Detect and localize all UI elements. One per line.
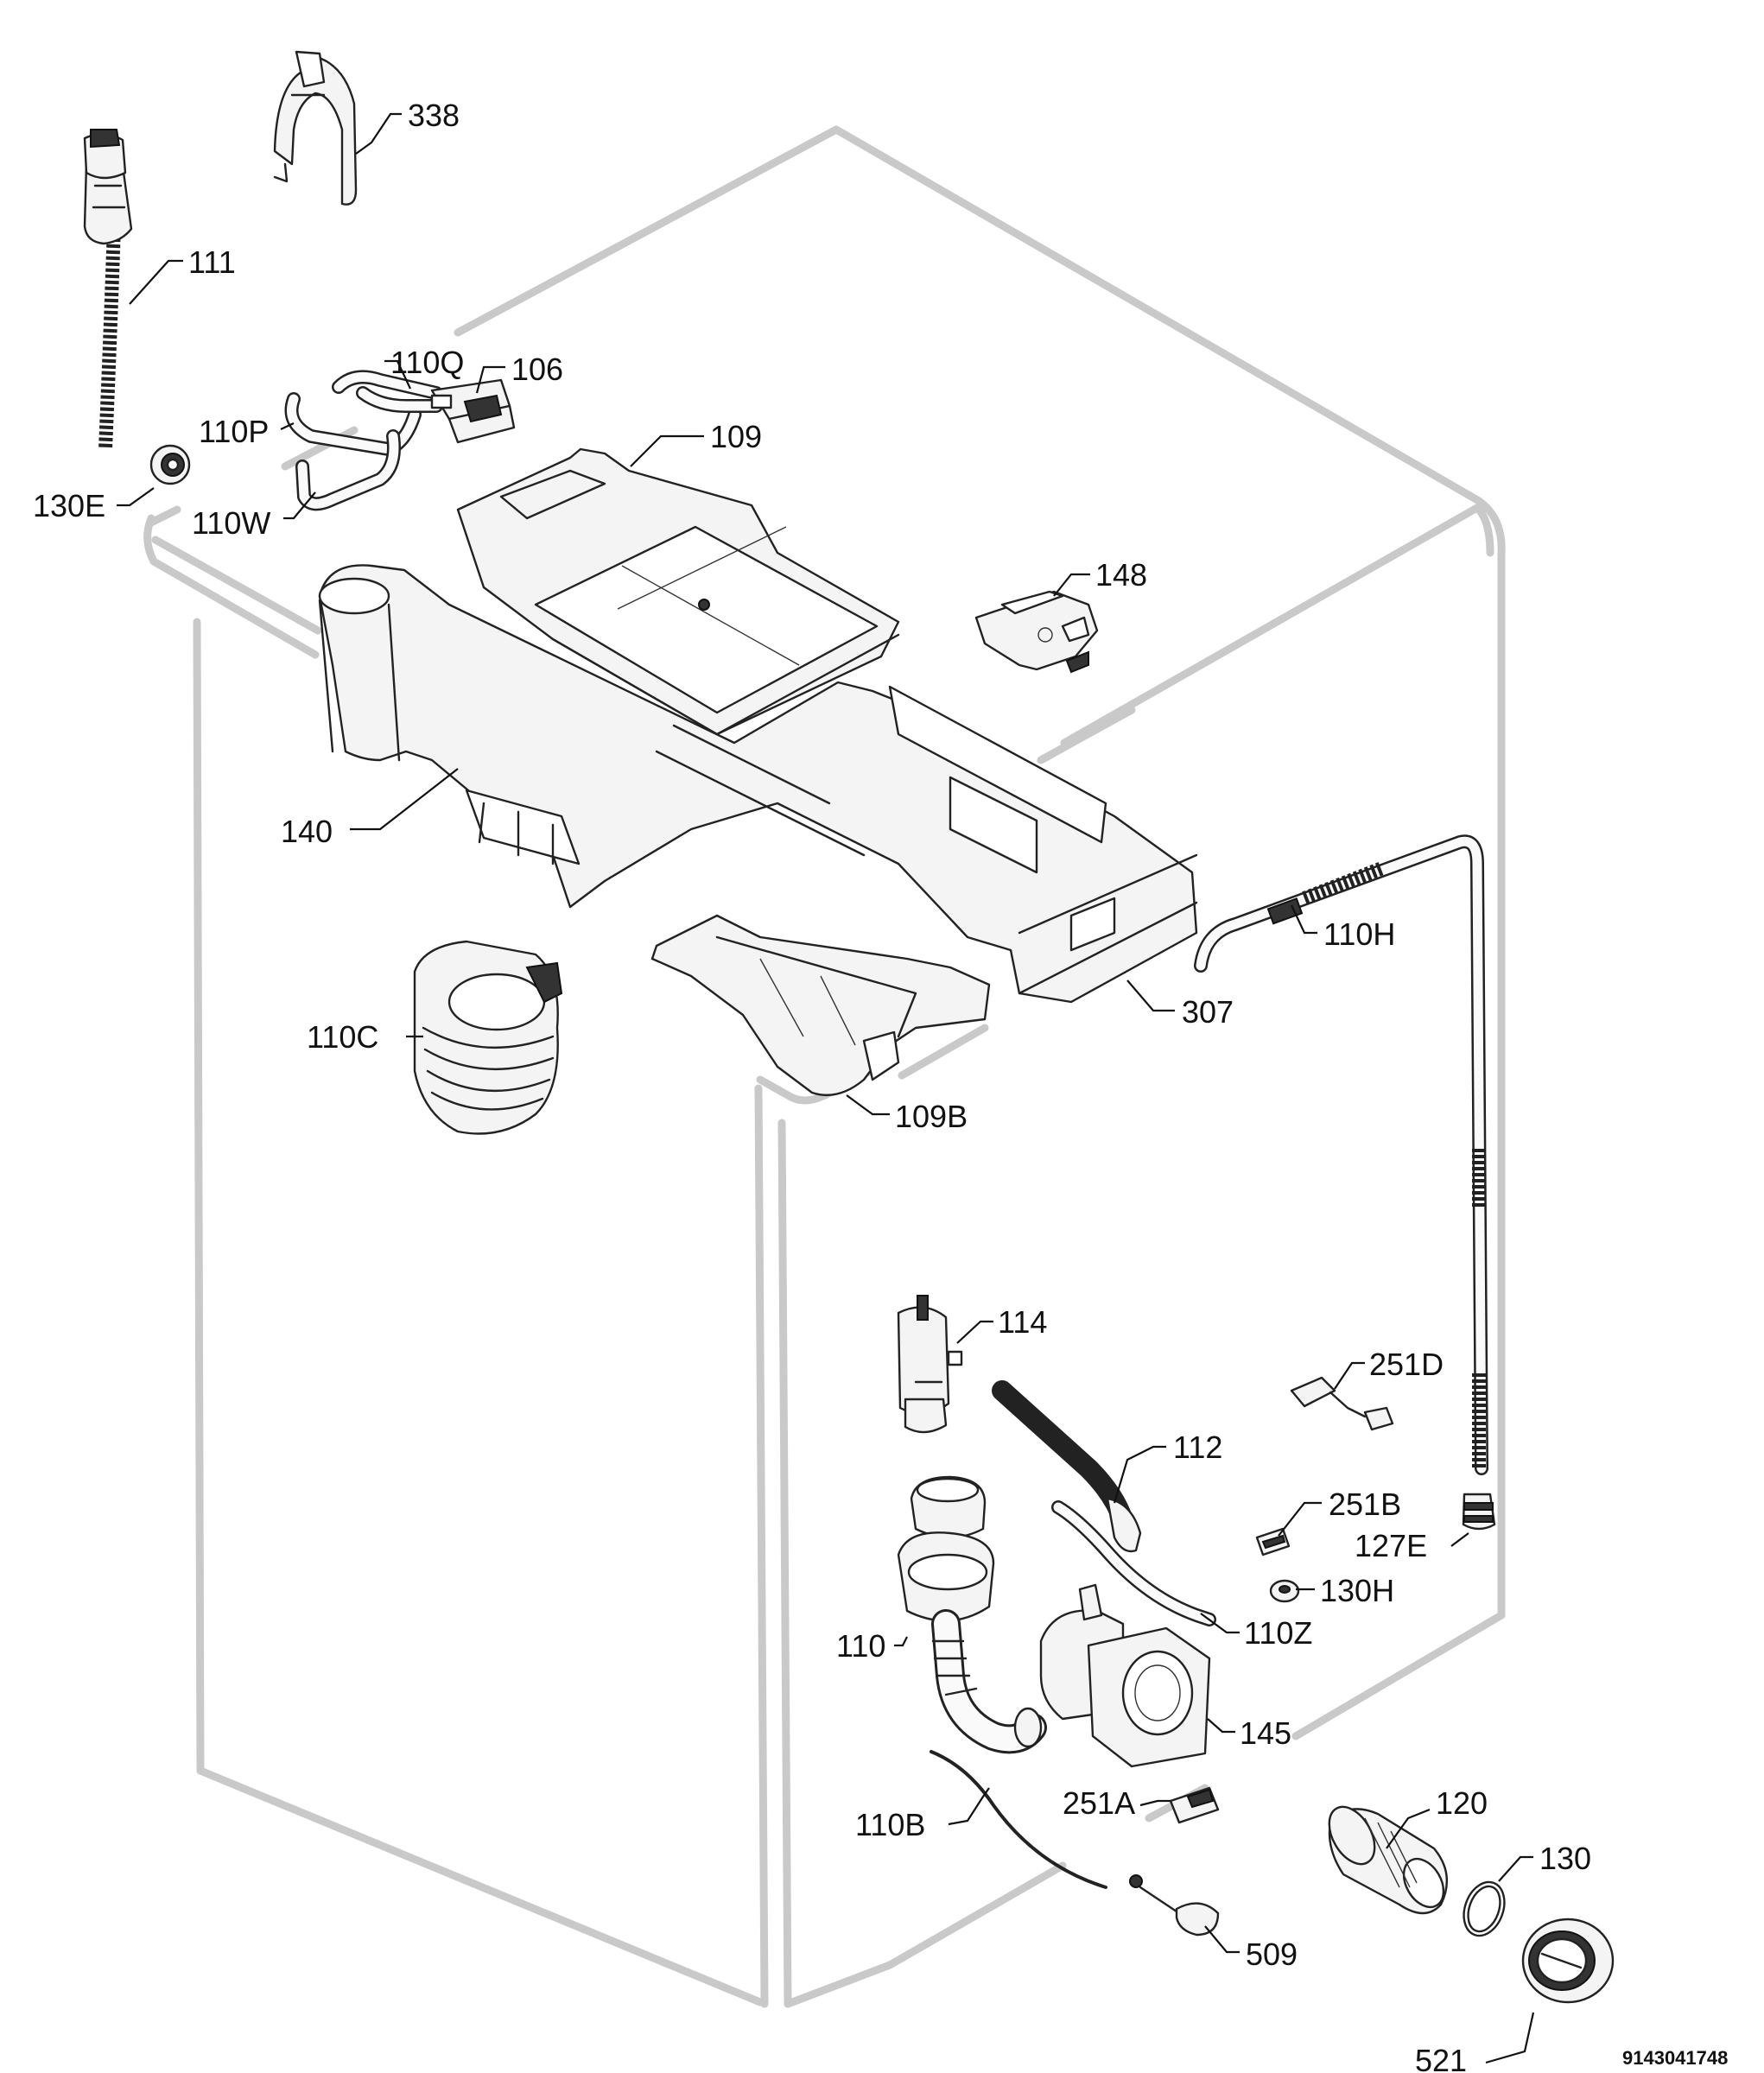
part-111-inlet-hose <box>83 129 133 450</box>
part-251B-clip <box>1255 1527 1291 1556</box>
part-110Z-hose <box>1051 1500 1216 1626</box>
label-120: 120 <box>1436 1785 1488 1821</box>
label-110Z: 110Z <box>1244 1615 1312 1651</box>
label-109B: 109B <box>895 1099 968 1134</box>
label-251D: 251D <box>1369 1347 1444 1382</box>
label-521: 521 <box>1415 2043 1467 2073</box>
label-110P: 110P <box>199 414 269 449</box>
label-110W: 110W <box>192 505 270 541</box>
label-111: 111 <box>188 244 236 280</box>
part-106-inlet-valve <box>430 378 516 444</box>
label-110: 110 <box>836 1628 885 1664</box>
part-120-filter <box>1328 1805 1449 1915</box>
part-509-plug <box>1129 1874 1220 1937</box>
label-509: 509 <box>1246 1937 1298 1972</box>
part-109B-channel <box>650 914 991 1096</box>
part-110B-tube <box>930 1750 1107 1889</box>
leader-lines <box>117 112 1535 2064</box>
label-140: 140 <box>281 814 333 849</box>
label-110C: 110C <box>307 1019 378 1055</box>
part-251D-wire <box>1290 1376 1394 1431</box>
part-130H-grommet <box>1269 1579 1300 1603</box>
part-110Q-110P-110W-hoses <box>284 370 443 511</box>
part-140-dispenser-housing <box>318 564 1198 1004</box>
part-307-drain-pipe <box>1194 834 1488 1475</box>
part-114-pressure-sensor <box>897 1295 963 1434</box>
label-148: 148 <box>1095 557 1147 593</box>
part-130E-nut <box>149 444 191 485</box>
part-148-latch <box>974 590 1099 674</box>
part-labels: 338 111 110Q 106 109 110P 130E 110W 148 … <box>33 98 1728 2073</box>
part-110-sump-hose <box>897 1475 1047 1754</box>
part-338-hose-bracket <box>273 50 358 206</box>
part-112-corrugated-hose <box>992 1380 1142 1553</box>
cabinet-outline <box>143 125 1506 2008</box>
label-145: 145 <box>1240 1715 1291 1751</box>
label-110Q: 110Q <box>390 345 464 380</box>
label-109: 109 <box>710 419 762 454</box>
label-130H: 130H <box>1320 1573 1394 1608</box>
part-145-drain-pump <box>1039 1583 1211 1768</box>
label-130: 130 <box>1539 1841 1591 1876</box>
label-114: 114 <box>998 1304 1047 1340</box>
part-251A-clip <box>1169 1786 1220 1824</box>
part-110C-bellows <box>413 940 563 1135</box>
label-251A: 251A <box>1063 1785 1135 1821</box>
label-127E: 127E <box>1355 1528 1427 1563</box>
document-number: 9143041748 <box>1622 2047 1728 2069</box>
label-307: 307 <box>1182 994 1234 1030</box>
label-110B: 110B <box>855 1807 925 1842</box>
part-130-o-ring <box>1463 1880 1506 1937</box>
label-130E: 130E <box>33 488 105 523</box>
part-127E-nut <box>1462 1493 1496 1531</box>
label-106: 106 <box>511 352 563 387</box>
part-109-dispenser-cover <box>456 447 900 736</box>
label-338: 338 <box>408 98 460 133</box>
label-112: 112 <box>1173 1430 1222 1465</box>
label-110H: 110H <box>1323 916 1395 952</box>
part-521-filter-cap <box>1521 1918 1615 2004</box>
label-251B: 251B <box>1329 1487 1401 1522</box>
